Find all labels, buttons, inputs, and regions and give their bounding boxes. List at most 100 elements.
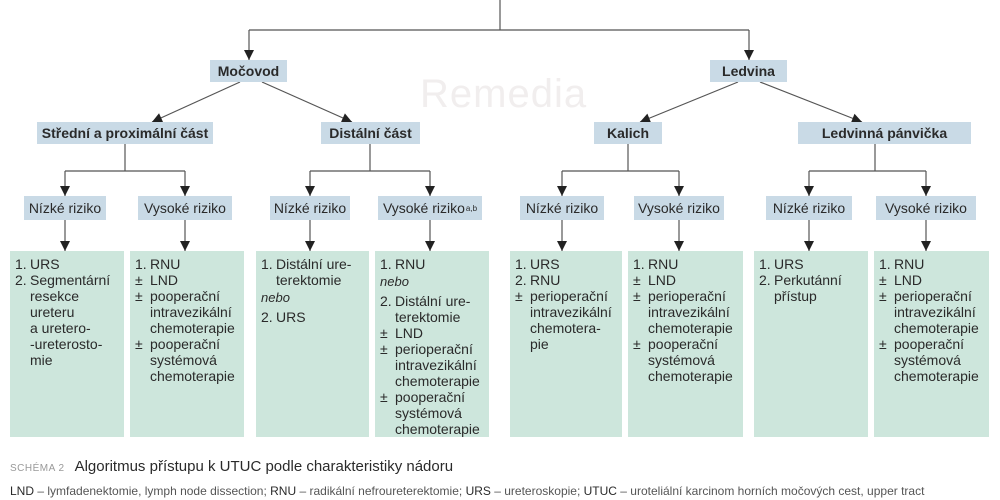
node-panvicka: Ledvinná pánvička [798, 122, 971, 144]
treatment-item: ± pooperační intravezikální chemoterapie [135, 288, 242, 336]
treatment-item: 1.URS [515, 256, 620, 272]
alternative-separator: nebo [261, 290, 290, 305]
item-text: RNU [395, 256, 426, 272]
arrowhead-icon [921, 186, 931, 196]
arrowhead-icon [60, 186, 70, 196]
risk-node: Nízké riziko [24, 196, 106, 220]
arrowhead-icon [850, 113, 862, 124]
item-marker: ± [135, 336, 143, 352]
item-marker: 1. [261, 256, 273, 272]
legend-abbr: LND [10, 484, 35, 498]
item-marker: 1. [515, 256, 527, 272]
item-marker: 2. [15, 272, 27, 288]
treatment-item: ±perioperační intravezikální chemoterapi… [380, 341, 487, 389]
connector-line [759, 81, 863, 123]
risk-node: Vysoké riziko [876, 196, 976, 220]
treatment-item: ±pooperační systémová chemoterapie [633, 336, 741, 384]
risk-label: Vysoké riziko [144, 200, 226, 216]
item-text: RNU [894, 256, 925, 272]
item-marker: ± [135, 288, 143, 304]
item-marker: ± [633, 272, 641, 288]
item-marker: ± [879, 288, 887, 304]
item-marker: 1. [759, 256, 771, 272]
item-marker: ± [515, 288, 523, 304]
item-marker: ± [135, 272, 143, 288]
item-text: perioperační intravezikální chemoterapie [648, 288, 733, 336]
treatment-item: 2.URS [261, 309, 367, 325]
node-distalni: Distální část [321, 122, 420, 144]
treatment-item: ±LND [380, 325, 487, 341]
legend-text: – lymfadenektomie, lymph node dissection… [34, 484, 271, 498]
item-marker: 2. [380, 293, 392, 309]
item-text: perioperační intravezikální chemoterapie [894, 288, 979, 336]
treatment-item: 1.RNU [633, 256, 741, 272]
arrowhead-icon [557, 241, 567, 251]
risk-node: Nízké riziko [520, 196, 604, 220]
arrowhead-icon [152, 113, 164, 123]
node-kalich: Kalich [594, 122, 662, 144]
legend-abbr: RNU [270, 484, 297, 498]
item-marker: ± [879, 336, 887, 352]
item-text: pooperační systémová chemoterapie [894, 336, 979, 384]
arrowhead-icon [744, 50, 754, 60]
item-marker: 1. [15, 256, 27, 272]
caption-title: Algoritmus přístupu k UTUC podle charakt… [74, 458, 454, 475]
treatment-box: 1.RNU±LND±perioperační intravezikální ch… [874, 251, 989, 437]
item-marker: 2. [261, 309, 273, 325]
item-text: pooperační intravezikální chemoterapie [150, 288, 235, 336]
risk-label: Vysoké riziko [638, 200, 720, 216]
item-text: pooperační systémová chemoterapie [150, 336, 235, 384]
treatment-item: ± pooperační systémová chemoterapie [879, 336, 987, 384]
treatment-box: 1.RNU±LND±perioperační intravezikální ch… [628, 251, 743, 437]
treatment-item: ± pooperační systémová chemoterapie [135, 336, 242, 384]
item-marker: ± [879, 272, 887, 288]
treatment-item: 2.RNU [515, 272, 620, 288]
risk-node: Nízké riziko [766, 196, 852, 220]
treatment-item: ± perioperační intravezikální chemoterapi… [633, 288, 741, 336]
arrowhead-icon [180, 241, 190, 251]
item-marker: ± [633, 288, 641, 304]
connector-line [639, 81, 739, 123]
alternative-separator: nebo [380, 274, 409, 289]
item-text: LND [648, 272, 677, 288]
treatment-item: 1.RNU [879, 256, 987, 272]
risk-node: Vysoké riziko [634, 196, 724, 220]
connector-line [261, 81, 353, 123]
item-text: RNU [150, 256, 181, 272]
arrowhead-icon [180, 186, 190, 196]
arrowhead-icon [640, 113, 652, 123]
risk-label: Nízké riziko [28, 200, 102, 216]
treatment-item: 2.Perkutánní přístup [759, 272, 866, 304]
item-text: perioperační intravezikální chemoterapie [395, 341, 480, 389]
arrowhead-icon [804, 186, 814, 196]
treatment-item: 1.RNU [380, 256, 487, 272]
item-marker: 1. [135, 256, 147, 272]
item-text: URS [530, 256, 560, 272]
item-text: pooperační systémová chemoterapie [395, 389, 480, 437]
treatment-box: 1.RNU±LND±pooperační intravezikální chem… [130, 251, 244, 437]
watermark: Remedia [420, 72, 588, 116]
risk-label: Vysoké riziko [885, 200, 967, 216]
risk-label: Nízké riziko [273, 200, 347, 216]
treatment-item: ± LND [135, 272, 242, 288]
arrowhead-icon [60, 241, 70, 251]
item-marker: ± [633, 336, 641, 352]
item-text: Distální ure- terektomie [395, 293, 471, 325]
treatment-item: ±perioperační intravezikální chemotera- … [515, 288, 620, 352]
item-text: RNU [648, 256, 679, 272]
arrowhead-icon [674, 241, 684, 251]
treatment-item: ±LND [879, 272, 987, 288]
risk-label: Nízké riziko [525, 200, 599, 216]
arrowhead-icon [340, 113, 352, 123]
arrowhead-icon [921, 241, 931, 251]
legend-abbr: UTUC [583, 484, 617, 498]
item-text: LND [150, 272, 179, 288]
legend-abbr: URS [465, 484, 491, 498]
treatment-item: 1.RNU [135, 256, 242, 272]
